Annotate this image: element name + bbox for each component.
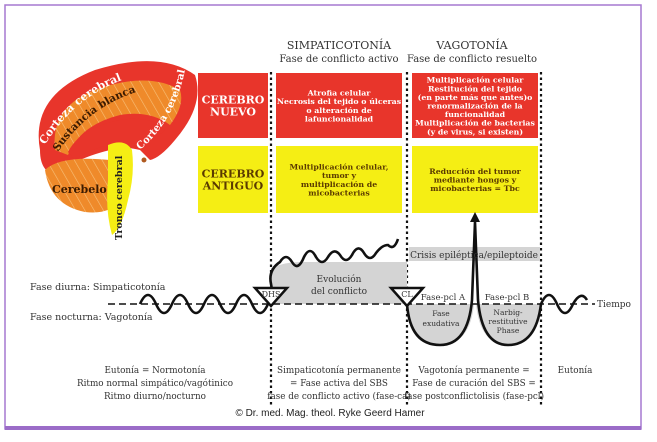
copyright: © Dr. med. Mag. theol. Ryke Geerd Hamer	[235, 408, 425, 419]
resolved-phase-text: micobacterias = Tbc	[430, 184, 520, 193]
cl-label: CL	[401, 290, 413, 299]
resolved-phase-text: Restitución del tejido	[428, 84, 522, 93]
brain-illustration: Corteza cerebral Sustancia blanca Cortez…	[37, 61, 198, 240]
restitutive-line2: restitutive	[488, 317, 528, 326]
brain-label-cerebellum: Cerebelo	[52, 183, 107, 196]
conflict-evolution-line1: Evolución	[317, 274, 362, 285]
dhs-marker	[252, 286, 290, 308]
row-label: NUEVO	[210, 106, 256, 119]
restitutive-line1: Narbig-	[493, 308, 523, 317]
crisis-label: Crisis epiléptica/epileptoide	[410, 250, 538, 261]
header-vagotonic-subtitle: Fase de conflicto resuelto	[407, 54, 537, 65]
brain-label-brainstem: Tronco cerebral	[114, 155, 125, 240]
active-phase-text: micobacterias	[308, 188, 370, 197]
phase-description-line: Ritmo normal simpático/vagótinico	[77, 378, 233, 389]
conflict-evolution-line2: del conflicto	[311, 287, 367, 297]
phase-description-line: Eutonía	[558, 365, 593, 376]
day-phase-label: Fase diurna: Simpaticotonía	[30, 282, 166, 293]
active-phase-text: o alteración de	[306, 106, 371, 115]
resolved-phase-text: renormalización de la	[427, 102, 522, 111]
row-label: CEREBRO	[202, 168, 265, 181]
resolved-phase-text: mediante hongos y	[434, 176, 517, 185]
active-phase-text: tumor y	[322, 171, 357, 180]
active-phase-text: multiplicación de	[301, 180, 377, 189]
timeline-labels: DHS CL Fase diurna: Simpaticotonía Fase …	[30, 250, 631, 335]
phase-description-line: fase de conflicto activo (fase-ca)	[267, 391, 411, 402]
header-sympathetic-subtitle: Fase de conflicto activo	[279, 54, 398, 65]
active-phase-text: lafuncionalidad	[305, 114, 374, 123]
header-sympathetic-title: SIMPATICOTONÍA	[287, 38, 392, 52]
time-axis-label: Tiempo	[597, 300, 631, 310]
phase-headers: SIMPATICOTONÍA Fase de conflicto activo …	[279, 38, 537, 65]
resolved-phase-text: Multiplicación de bacterias	[415, 119, 535, 128]
row-label: CEREBRO	[202, 94, 265, 107]
resolved-phase-text: Multiplicación celular	[427, 76, 525, 85]
resolved-phase-text: (en parte más que antes)o	[418, 93, 533, 102]
phase-dividers	[269, 72, 543, 406]
phase-description-line: fase postconflictolisis (fase-pcl)	[404, 391, 544, 402]
resolved-phase-text: funcionalidad	[445, 110, 506, 119]
dhs-label: DHS	[262, 290, 281, 299]
active-phase-text: Multiplicación celular,	[290, 163, 389, 172]
active-phase-text: Necrosis del tejido o úlceras	[277, 97, 402, 106]
conflict-area	[271, 262, 407, 304]
resolved-phase-text: Reducción del tumor	[429, 167, 521, 176]
pcl-b-label: Fase-pcl B	[485, 293, 530, 303]
header-vagotonic-title: VAGOTONÍA	[435, 38, 508, 52]
exudative-line1: Fase	[432, 309, 450, 318]
phase-description-line: = Fase activa del SBS	[290, 379, 388, 389]
row-label: ANTIGUO	[202, 180, 264, 193]
exudative-line2: exudativa	[423, 319, 460, 328]
arrow-up-icon	[470, 212, 480, 222]
healing-area	[407, 304, 541, 345]
vegetative-rhythm-curve	[138, 221, 589, 347]
night-phase-label: Fase nocturna: Vagotonía	[30, 312, 153, 323]
phase-description-line: Ritmo diurno/nocturno	[104, 392, 206, 402]
phase-description-line: Eutonía = Normotonía	[105, 365, 206, 376]
cl-marker	[388, 286, 426, 308]
phase-description-line: Fase de curación del SBS =	[412, 378, 536, 389]
frame-bottom-band	[5, 426, 641, 430]
resolved-phase-text: (y de virus, si existen)	[427, 127, 523, 136]
phase-description-line: Vagotonía permanente =	[417, 365, 529, 376]
active-phase-text: Atrofia celular	[307, 89, 372, 98]
phase-description-line: Simpaticotonía permanente	[277, 365, 401, 376]
restitutive-line3: Phase	[497, 326, 520, 335]
pcl-a-label: Fase-pcl A	[421, 293, 466, 303]
